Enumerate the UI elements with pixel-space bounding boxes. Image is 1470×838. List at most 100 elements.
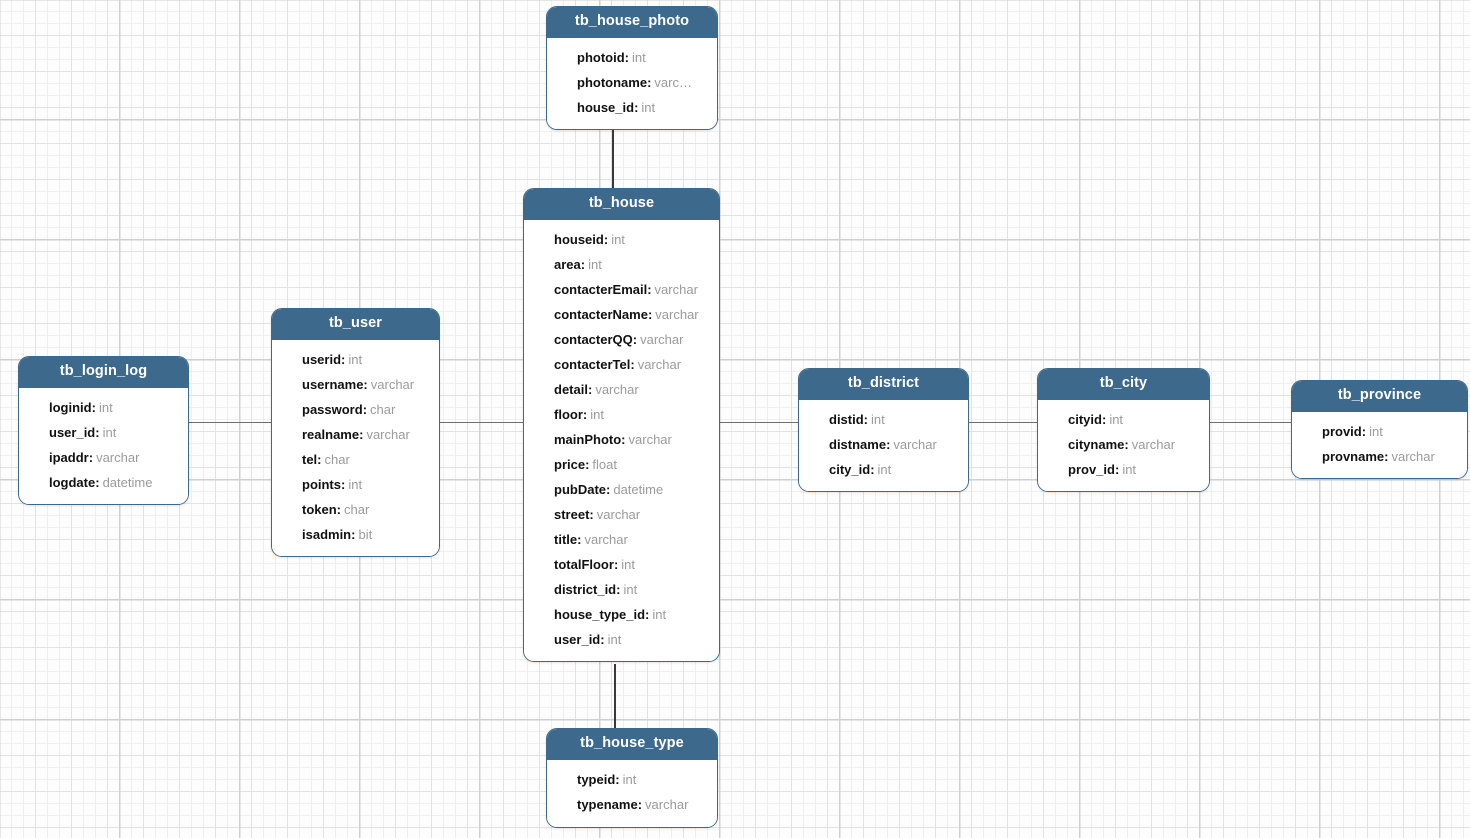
field-type: float bbox=[592, 456, 617, 472]
field-name: contacterName bbox=[554, 306, 648, 322]
field-separator: : bbox=[1114, 461, 1120, 477]
field-separator: : bbox=[580, 256, 586, 272]
field-type: varchar bbox=[628, 431, 672, 447]
field-name: typename bbox=[577, 796, 638, 812]
field-name: city_id bbox=[829, 461, 871, 477]
entity-tb-district[interactable]: tb_district distid:int distname:varchar … bbox=[798, 368, 969, 492]
field-type: int bbox=[623, 581, 638, 597]
field-separator: : bbox=[603, 231, 609, 247]
field-row: typename:varchar bbox=[547, 792, 717, 817]
field-row: photoid:int bbox=[547, 45, 717, 70]
field-name: ipaddr bbox=[49, 449, 89, 465]
field-name: prov_id bbox=[1068, 461, 1115, 477]
field-row: username:varchar bbox=[272, 372, 439, 397]
field-type: datetime bbox=[102, 474, 153, 490]
entity-tb-login-log[interactable]: tb_login_log loginid:int user_id:int ipa… bbox=[18, 356, 189, 505]
field-separator: : bbox=[317, 451, 322, 467]
field-name: title bbox=[554, 531, 578, 547]
field-row: distname:varchar bbox=[799, 432, 968, 457]
field-separator: : bbox=[95, 474, 100, 490]
field-separator: : bbox=[341, 351, 346, 367]
field-row: isadmin:bit bbox=[272, 522, 439, 547]
entity-tb-house-type[interactable]: tb_house_type typeid:int typename:varcha… bbox=[546, 728, 718, 828]
field-separator: : bbox=[1124, 436, 1129, 452]
entity-tb-user[interactable]: tb_user userid:int username:varchar pass… bbox=[271, 308, 440, 557]
field-separator: : bbox=[600, 631, 605, 647]
field-row: price:float bbox=[524, 452, 719, 477]
field-type: varchar bbox=[596, 506, 641, 522]
field-row: contacterQQ:varchar bbox=[524, 327, 719, 352]
field-name: userid bbox=[302, 351, 342, 367]
field-name: tel bbox=[302, 451, 318, 467]
field-name: logdate bbox=[49, 474, 96, 490]
field-name: houseid bbox=[554, 231, 604, 247]
field-separator: : bbox=[91, 399, 96, 415]
entity-tb-city[interactable]: tb_city cityid:int cityname:varchar prov… bbox=[1037, 368, 1210, 492]
field-row: contacterName:varchar bbox=[524, 302, 719, 327]
entity-title: tb_district bbox=[799, 369, 968, 400]
field-separator: : bbox=[647, 306, 653, 322]
field-row: userid:int bbox=[272, 347, 439, 372]
connector-login-log-to-user bbox=[188, 421, 273, 424]
field-row: provname:varchar bbox=[1292, 444, 1467, 469]
field-separator: : bbox=[630, 356, 635, 372]
field-row: token:char bbox=[272, 497, 439, 522]
field-separator: : bbox=[359, 426, 364, 442]
field-type: varchar bbox=[637, 356, 682, 372]
field-type: varchar bbox=[654, 281, 698, 297]
field-row: city_id:int bbox=[799, 457, 968, 482]
field-type: varchar bbox=[640, 331, 684, 347]
field-type: varchar bbox=[584, 531, 628, 547]
entity-tb-house[interactable]: tb_house houseid:int area:int contacterE… bbox=[523, 188, 720, 662]
field-row: user_id:int bbox=[19, 420, 188, 445]
field-name: floor bbox=[554, 406, 583, 422]
field-type: varchar bbox=[595, 381, 639, 397]
field-type: char bbox=[370, 401, 396, 417]
entity-fields: typeid:int typename:varchar bbox=[547, 759, 717, 827]
field-separator: : bbox=[632, 331, 638, 347]
field-name: photoname bbox=[577, 74, 648, 90]
entity-tb-house-photo[interactable]: tb_house_photo photoid:int photoname:var… bbox=[546, 6, 718, 130]
field-name: district_id bbox=[554, 581, 617, 597]
field-type: varchar bbox=[645, 796, 689, 812]
entity-tb-province[interactable]: tb_province provid:int provname:varchar bbox=[1291, 380, 1468, 479]
field-name: loginid bbox=[49, 399, 92, 415]
field-separator: : bbox=[336, 501, 342, 517]
field-row: distid:int bbox=[799, 407, 968, 432]
field-row: contacterEmail:varchar bbox=[524, 277, 719, 302]
field-name: detail bbox=[554, 381, 588, 397]
entity-title: tb_house_photo bbox=[547, 7, 717, 38]
connector-district-to-city bbox=[967, 421, 1039, 424]
field-row: cityid:int bbox=[1038, 407, 1209, 432]
field-separator: : bbox=[95, 424, 100, 440]
field-row: photoname:varc… bbox=[547, 70, 717, 95]
field-separator: : bbox=[341, 476, 346, 492]
field-separator: : bbox=[582, 406, 588, 422]
field-separator: : bbox=[613, 556, 619, 572]
entity-fields: userid:int username:varchar password:cha… bbox=[272, 339, 439, 556]
field-type: int bbox=[1369, 423, 1383, 439]
field-name: username bbox=[302, 376, 364, 392]
field-type: int bbox=[102, 424, 117, 440]
entity-fields: houseid:int area:int contacterEmail:varc… bbox=[524, 219, 719, 661]
field-name: street bbox=[554, 506, 590, 522]
field-name: provid bbox=[1322, 423, 1362, 439]
field-type: int bbox=[98, 399, 113, 415]
field-name: token bbox=[302, 501, 337, 517]
field-type: varchar bbox=[96, 449, 140, 465]
field-name: cityname bbox=[1068, 436, 1125, 452]
field-row: password:char bbox=[272, 397, 439, 422]
field-type: varc… bbox=[654, 74, 692, 90]
field-name: provname bbox=[1322, 448, 1385, 464]
field-row: detail:varchar bbox=[524, 377, 719, 402]
field-type: int bbox=[877, 461, 892, 477]
field-type: int bbox=[1109, 411, 1124, 427]
field-separator: : bbox=[647, 281, 652, 297]
field-type: char bbox=[324, 451, 350, 467]
field-name: house_id bbox=[577, 99, 635, 115]
entity-title: tb_login_log bbox=[19, 357, 188, 388]
field-row: logdate:datetime bbox=[19, 470, 188, 495]
field-type: varchar bbox=[1391, 448, 1435, 464]
field-row: mainPhoto:varchar bbox=[524, 427, 719, 452]
